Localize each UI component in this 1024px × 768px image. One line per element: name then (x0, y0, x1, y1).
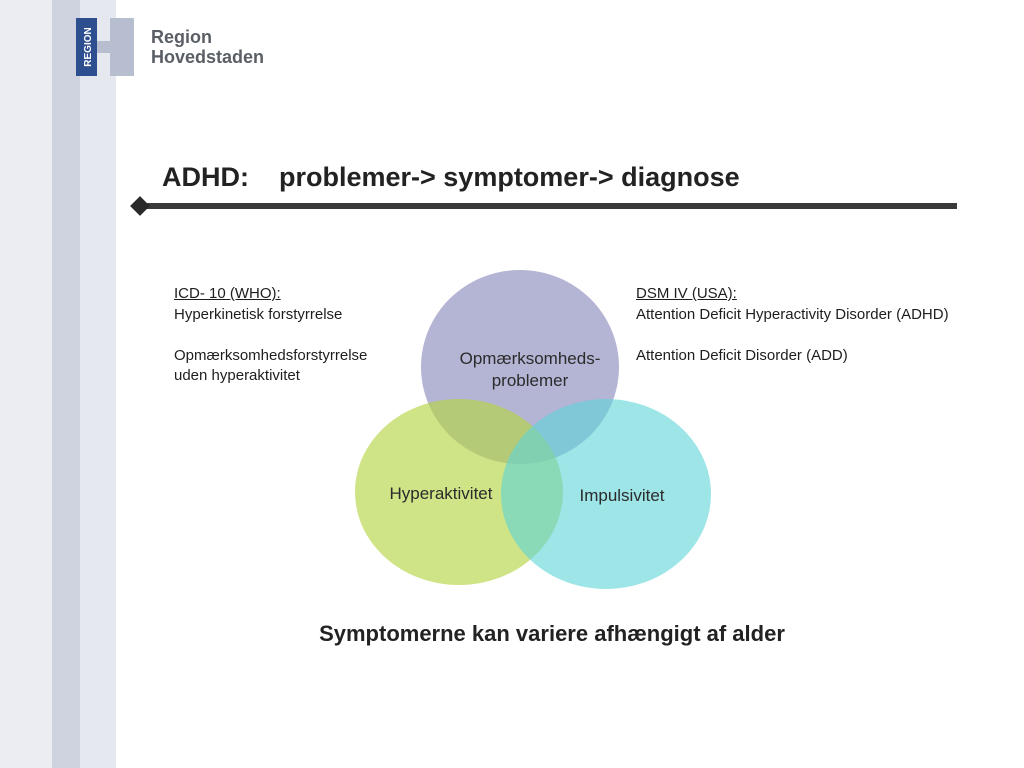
icd10-line-2: Opmærksomhedsforstyrrelse (174, 346, 368, 364)
logo-line-1: Region (151, 27, 212, 47)
icd10-line-1: Hyperkinetisk forstyrrelse (174, 305, 343, 323)
dsm4-heading: DSM IV (USA): (636, 285, 737, 302)
logo-line-2: Hovedstaden (151, 47, 265, 67)
left-decorative-band (0, 0, 52, 768)
left-decorative-band-light (80, 0, 116, 768)
icd10-heading: ICD- 10 (WHO): (174, 285, 281, 302)
venn-label-attention: Opmærksomheds- problemer (430, 348, 630, 392)
logo-wordmark: Region Hovedstaden (151, 27, 264, 67)
venn-circle-impulsivity (501, 399, 711, 589)
logo-mark-text: REGION (83, 27, 94, 66)
venn-label-hyperactivity: Hyperaktivitet (389, 484, 493, 503)
dsm4-block: DSM IV (USA): Attention Deficit Hyperact… (636, 284, 949, 366)
left-decorative-band-dark (52, 0, 80, 768)
venn-label-attention-line-2: problemer (491, 371, 569, 390)
dsm4-line-1: Attention Deficit Hyperactivity Disorder… (636, 305, 949, 323)
dsm4-line-2: Attention Deficit Disorder (ADD) (636, 346, 848, 364)
title-underline-rule (146, 203, 957, 209)
venn-label-impulsivity: Impulsivitet (579, 486, 665, 505)
footer-note: Symptomerne kan variere afhængigt af ald… (319, 621, 785, 646)
icd10-block: ICD- 10 (WHO): Hyperkinetisk forstyrrels… (174, 284, 367, 387)
venn-circle-hyperactivity (355, 399, 563, 585)
page-title: ADHD: problemer-> symptomer-> diagnose (162, 162, 740, 192)
venn-label-attention-line-1: Opmærksomheds- (459, 349, 601, 368)
icd10-line-3: uden hyperaktivitet (174, 367, 300, 384)
region-h-logo-icon: REGION (76, 18, 134, 76)
